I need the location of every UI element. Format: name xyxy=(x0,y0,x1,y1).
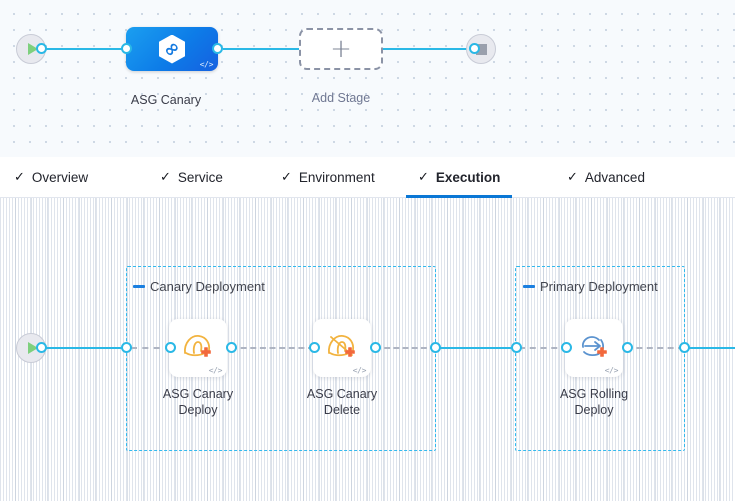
step-group-header-primary[interactable]: Primary Deployment xyxy=(523,279,658,294)
collapse-dash-icon[interactable] xyxy=(133,285,145,288)
port-rolling-deploy-out[interactable] xyxy=(622,342,633,353)
play-icon xyxy=(27,342,38,354)
connector-dashed-4 xyxy=(519,347,568,349)
code-badge-icon[interactable]: </> xyxy=(352,366,367,375)
connector-start-to-canary-group xyxy=(40,347,130,349)
tab-label: Advanced xyxy=(584,170,645,185)
connector-start-to-stage xyxy=(40,48,131,50)
tab-overview[interactable]: ✓ Overview xyxy=(14,157,88,198)
step-node-asg-canary-deploy[interactable]: </> xyxy=(169,319,227,377)
step-group-title: Primary Deployment xyxy=(540,279,658,294)
port-canary-group-out[interactable] xyxy=(430,342,441,353)
port-stage-out[interactable] xyxy=(212,43,223,54)
check-icon: ✓ xyxy=(281,170,292,185)
port-canary-group-in[interactable] xyxy=(121,342,132,353)
connector-group-to-right-edge xyxy=(684,347,735,349)
connector-addstage-to-end xyxy=(380,48,474,50)
execution-graph-canvas[interactable]: Canary Deployment </> A xyxy=(0,198,735,501)
asg-canary-delete-icon xyxy=(313,331,371,361)
stop-icon xyxy=(475,43,487,55)
step-label-line1: ASG Rolling xyxy=(559,387,629,401)
port-end-in[interactable] xyxy=(469,43,480,54)
check-icon: ✓ xyxy=(160,170,171,185)
step-label-asg-canary-deploy: ASG Canary Deploy xyxy=(138,386,258,418)
tab-label: Service xyxy=(177,170,223,185)
port-rolling-deploy-in[interactable] xyxy=(561,342,572,353)
stage-config-tabbar: ✓ Overview ✓ Service ✓ Environment ✓ Exe… xyxy=(0,157,735,198)
step-label-line1: ASG Canary xyxy=(306,387,378,401)
port-primary-group-in[interactable] xyxy=(511,342,522,353)
tab-advanced[interactable]: ✓ Advanced xyxy=(567,157,645,198)
port-canary-deploy-in[interactable] xyxy=(165,342,176,353)
port-canary-delete-in[interactable] xyxy=(309,342,320,353)
stage-label-asg-canary: ASG Canary xyxy=(130,93,202,107)
asg-canary-deploy-icon xyxy=(169,331,227,361)
tab-label: Overview xyxy=(31,170,89,185)
step-label-line2: Deploy xyxy=(574,403,614,417)
tab-environment[interactable]: ✓ Environment xyxy=(281,157,375,198)
stage-graph-canvas[interactable]: ∞ </> ASG Canary + Add Stage xyxy=(0,0,735,157)
collapse-dash-icon[interactable] xyxy=(523,285,535,288)
step-label-line2: Delete xyxy=(323,403,361,417)
step-node-asg-canary-delete[interactable]: </> xyxy=(313,319,371,377)
add-stage-button[interactable]: + xyxy=(299,28,383,70)
step-label-asg-rolling-deploy: ASG Rolling Deploy xyxy=(534,386,654,418)
step-label-line2: Deploy xyxy=(178,403,218,417)
code-badge-icon[interactable]: </> xyxy=(604,366,619,375)
tab-label: Execution xyxy=(435,170,501,185)
asg-canary-stage-icon: ∞ xyxy=(158,34,185,64)
check-icon: ✓ xyxy=(14,170,25,185)
port-canary-delete-out[interactable] xyxy=(370,342,381,353)
step-label-asg-canary-delete: ASG Canary Delete xyxy=(282,386,402,418)
step-node-asg-rolling-deploy[interactable]: </> xyxy=(565,319,623,377)
code-badge-icon[interactable]: </> xyxy=(199,60,214,69)
step-group-canary-deployment[interactable] xyxy=(126,266,436,451)
step-group-header-canary[interactable]: Canary Deployment xyxy=(133,279,265,294)
port-primary-group-out[interactable] xyxy=(679,342,690,353)
check-icon: ✓ xyxy=(567,170,578,185)
code-badge-icon[interactable]: </> xyxy=(208,366,223,375)
add-stage-label: Add Stage xyxy=(311,91,371,105)
port-start-out[interactable] xyxy=(36,43,47,54)
port-stage-in[interactable] xyxy=(121,43,132,54)
connector-stage-to-addstage xyxy=(223,48,303,50)
port-exec-start-out[interactable] xyxy=(36,342,47,353)
port-canary-deploy-out[interactable] xyxy=(226,342,237,353)
connector-dashed-2 xyxy=(231,347,314,349)
connector-between-groups xyxy=(435,347,519,349)
connector-dashed-1 xyxy=(131,347,171,349)
play-icon xyxy=(27,43,38,55)
step-group-title: Canary Deployment xyxy=(150,279,265,294)
stage-node-asg-canary[interactable]: ∞ </> xyxy=(126,27,218,71)
plus-icon: + xyxy=(330,34,352,64)
infinity-glyph: ∞ xyxy=(158,35,185,63)
connector-dashed-3 xyxy=(375,347,436,349)
step-group-primary-deployment[interactable] xyxy=(515,266,685,451)
tab-service[interactable]: ✓ Service xyxy=(160,157,223,198)
asg-rolling-deploy-icon xyxy=(565,331,623,361)
tab-label: Environment xyxy=(298,170,375,185)
step-label-line1: ASG Canary xyxy=(162,387,234,401)
tab-execution[interactable]: ✓ Execution xyxy=(406,157,513,198)
connector-dashed-5 xyxy=(626,347,684,349)
check-icon: ✓ xyxy=(418,170,429,185)
